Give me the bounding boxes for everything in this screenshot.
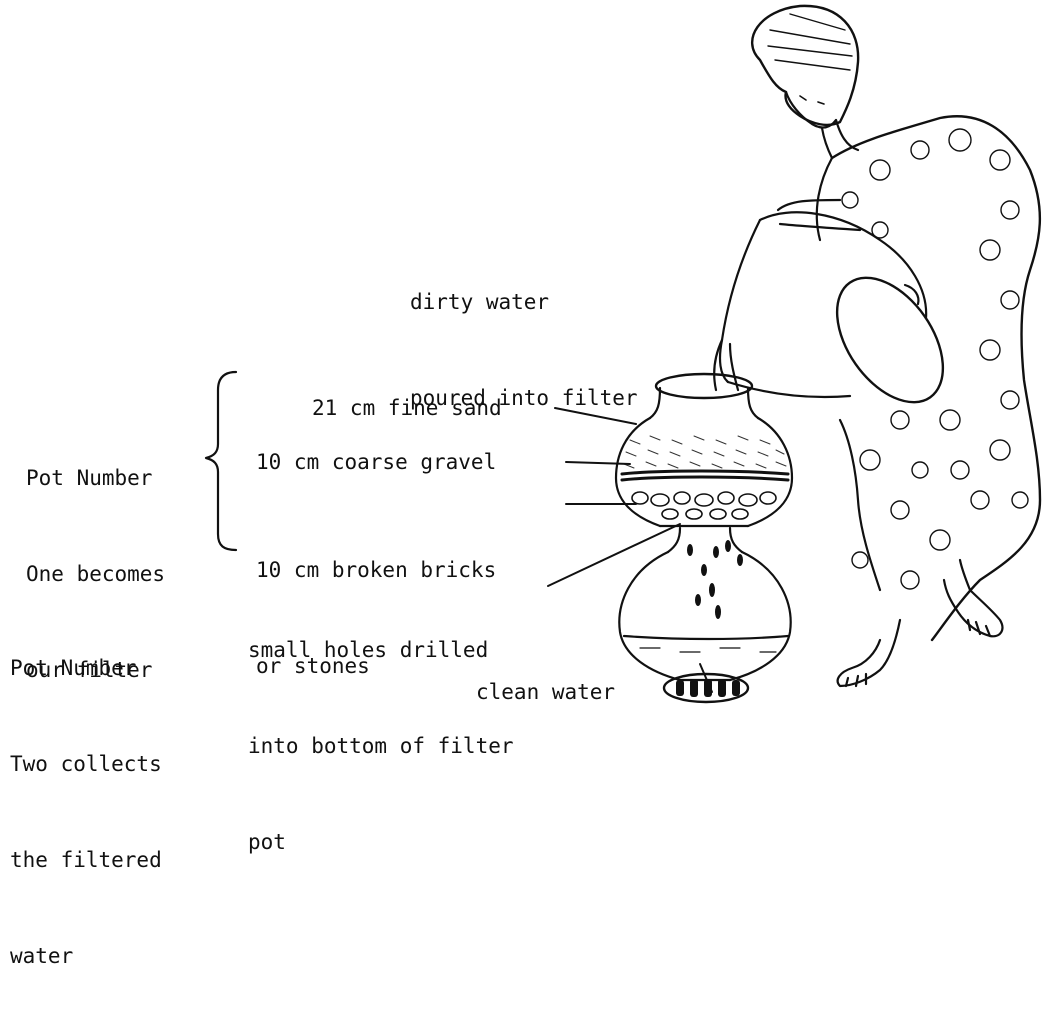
holes-line-3: pot	[248, 826, 514, 858]
brace	[206, 372, 236, 550]
pour-line-1: dirty water	[410, 286, 638, 318]
pot-one-line-2: One becomes	[26, 558, 165, 590]
pot-two-line-2: Two collects	[10, 748, 162, 780]
holes-line-2: into bottom of filter	[248, 730, 514, 762]
water-stream	[714, 340, 738, 390]
holes-label: small holes drilled into bottom of filte…	[248, 570, 514, 922]
clean-water-label: clean water	[476, 676, 615, 708]
pot-two-line-4: water	[10, 940, 162, 972]
filter-pot	[616, 374, 792, 526]
pour-label: dirty water poured into filter	[410, 222, 638, 478]
pot-two-label: Pot Number Two collects the filtered wat…	[10, 588, 162, 1036]
pot-one-line-1: Pot Number	[26, 462, 165, 494]
water-filter-diagram: dirty water poured into filter Pot Numbe…	[0, 0, 1048, 710]
pot-two-line-3: the filtered	[10, 844, 162, 876]
sand-label: 21 cm fine sand	[312, 392, 502, 424]
bucket	[720, 212, 965, 421]
gravel-label: 10 cm coarse gravel	[256, 446, 496, 478]
pot-two-line-1: Pot Number	[10, 652, 162, 684]
holes-line-1: small holes drilled	[248, 634, 514, 666]
